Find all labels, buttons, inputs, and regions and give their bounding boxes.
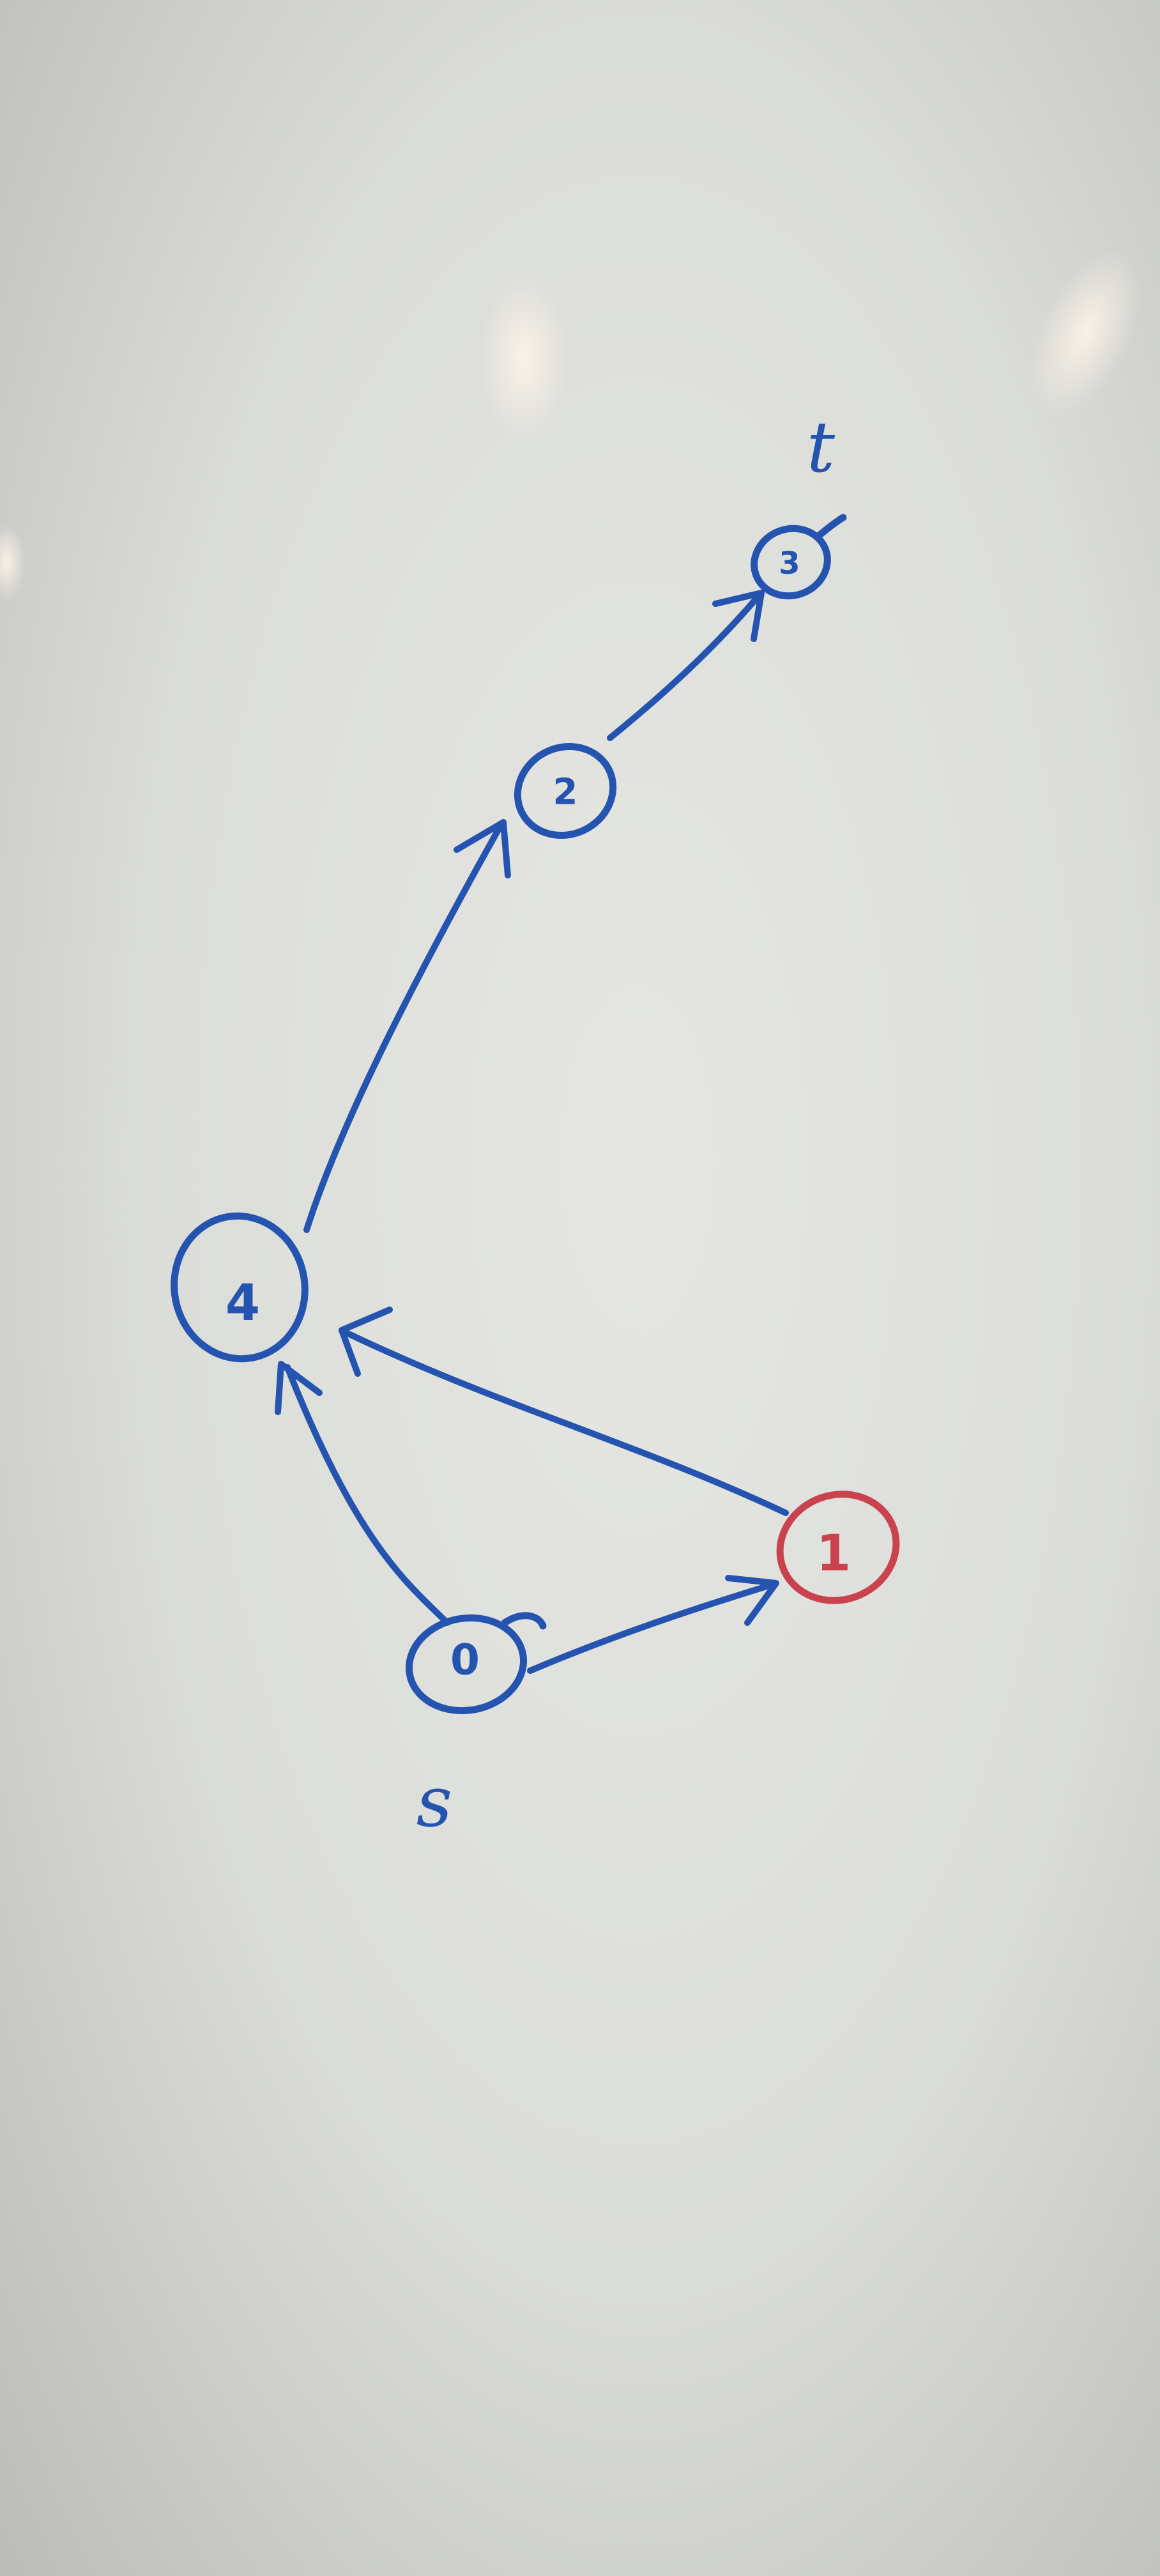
node-label: 0 bbox=[450, 1636, 480, 1685]
edge-4-to-2 bbox=[303, 819, 511, 1233]
source-label: s bbox=[416, 1761, 452, 1843]
edge-0-to-1 bbox=[527, 1575, 779, 1674]
edge-2-to-3 bbox=[607, 590, 765, 741]
node-0: 0 bbox=[405, 1612, 547, 1715]
node-label: 3 bbox=[779, 546, 800, 581]
node-3: 3 bbox=[751, 514, 847, 600]
node-label: 2 bbox=[553, 772, 578, 813]
light-reflection bbox=[479, 275, 569, 441]
node-1: 1 bbox=[776, 1491, 900, 1604]
light-reflection bbox=[1030, 249, 1141, 416]
edge-1-to-4 bbox=[339, 1307, 789, 1516]
light-reflection bbox=[0, 524, 26, 601]
node-label: 4 bbox=[225, 1275, 260, 1332]
target-label: t bbox=[807, 406, 836, 488]
edge-0-to-4 bbox=[275, 1361, 450, 1626]
node-2: 2 bbox=[514, 743, 617, 839]
node-4: 4 bbox=[171, 1212, 309, 1363]
node-label: 1 bbox=[816, 1525, 851, 1583]
